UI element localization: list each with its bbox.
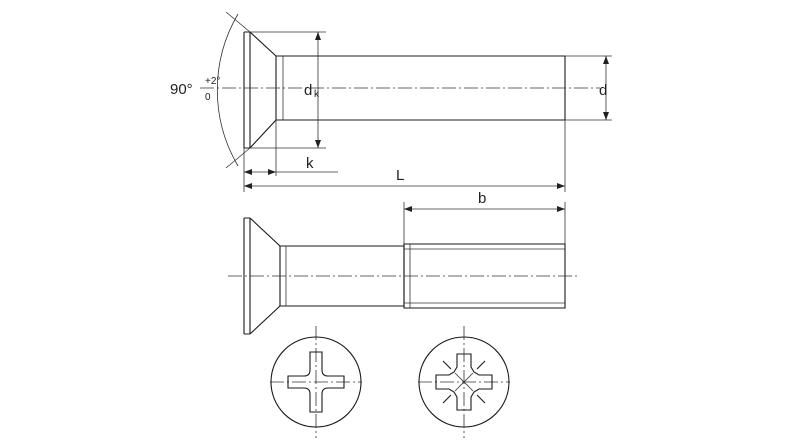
angle-ext-bottom <box>225 147 251 169</box>
dk-label-sub: k <box>314 89 320 100</box>
angle-ext-top <box>225 11 251 33</box>
mid-thread-outline <box>403 243 566 309</box>
angle-tolerance-upper: +2° <box>205 76 220 87</box>
angle-arc <box>216 13 239 167</box>
d-label: d <box>599 82 607 99</box>
pozidriv-head-view <box>418 326 510 438</box>
top-head-outline <box>243 31 277 149</box>
L-label: L <box>396 167 404 184</box>
b-label: b <box>478 190 486 207</box>
L-arrow-left <box>244 183 252 189</box>
b-arrow-left <box>404 206 412 212</box>
pozidriv-cross-recess <box>435 353 493 411</box>
L-arrow-right <box>557 183 565 189</box>
d-arrow-bottom <box>603 112 609 120</box>
angle-tolerance-lower: 0 <box>205 92 211 103</box>
middle-view: b <box>228 190 580 335</box>
pozidriv-star-marks <box>442 360 486 404</box>
k-arrow-left <box>244 169 252 175</box>
b-arrow-right <box>557 206 565 212</box>
top-view: 90° +2° 0 d k d k L <box>170 11 612 192</box>
angle-value: 90° <box>170 81 193 98</box>
phillips-outer-circle <box>270 336 362 428</box>
k-arrow-right <box>268 169 276 175</box>
phillips-cross-recess <box>287 351 345 413</box>
k-label: k <box>306 155 314 172</box>
d-arrow-top <box>603 56 609 64</box>
dk-arrow-bottom <box>315 140 321 148</box>
phillips-head-view <box>270 326 362 438</box>
dk-label: d <box>304 82 312 99</box>
dk-arrow-top <box>315 32 321 40</box>
pozidriv-outer-circle <box>418 336 510 428</box>
pozidriv-star-inner <box>454 372 474 392</box>
